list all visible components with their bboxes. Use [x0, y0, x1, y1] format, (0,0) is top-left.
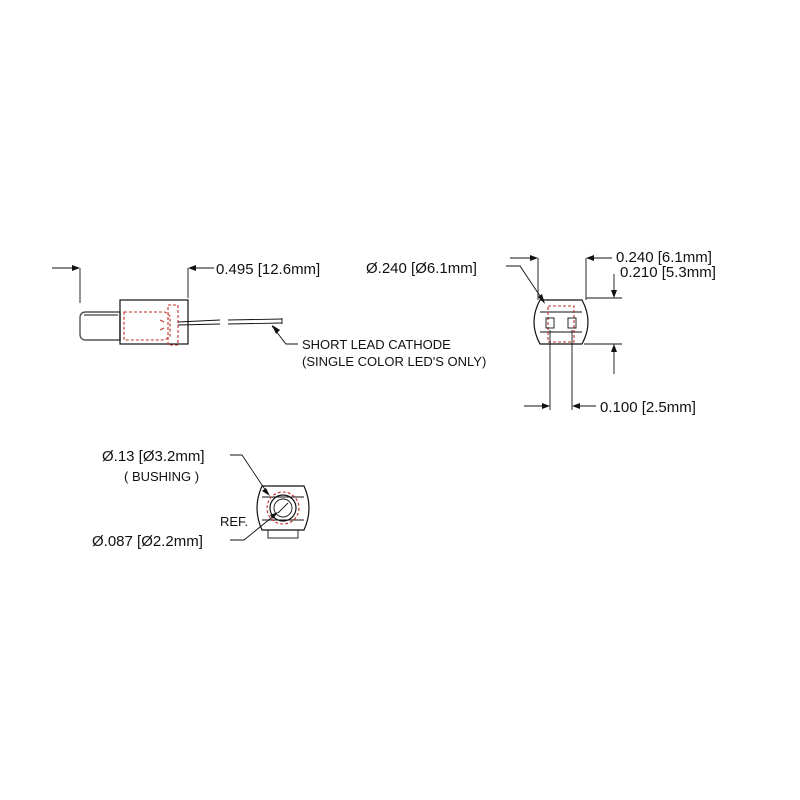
hole-arrow	[270, 512, 278, 519]
lead-lower	[177, 323, 221, 326]
led-lens-outline	[79, 311, 121, 341]
height-arrow-bottom	[611, 344, 617, 352]
bushing-diameter-label: Ø.13 [Ø3.2mm]	[102, 448, 205, 465]
note-line-1: SHORT LEAD CATHODE	[302, 337, 451, 352]
bushing-view: Ø.13 [Ø3.2mm] ( BUSHING ) REF. Ø.087 [Ø2…	[92, 448, 310, 550]
lead-long-bottom	[227, 322, 283, 325]
diameter-leader	[506, 265, 545, 303]
lead-pad-right	[567, 317, 577, 329]
hole-leader	[230, 513, 277, 541]
diameter-arrow	[538, 294, 545, 304]
hole-diameter-label: Ø.087 [Ø2.2mm]	[92, 533, 203, 550]
spacing-arrow-left	[542, 403, 550, 409]
hole-diagonal	[277, 502, 289, 514]
width-arrow-right	[586, 255, 594, 261]
front-view: 0.240 [6.1mm] 0.210 [5.3mm] Ø.240 [Ø6.1m…	[366, 249, 716, 416]
arrow-left	[72, 265, 80, 271]
height-label: 0.210 [5.3mm]	[620, 264, 716, 281]
bushing-text: ( BUSHING )	[124, 469, 199, 484]
arrow-right	[188, 265, 196, 271]
front-led-outline	[547, 305, 575, 343]
width-arrow-left	[530, 255, 538, 261]
note-leader-arrow	[272, 325, 280, 334]
hole-circle	[273, 498, 293, 518]
led-detail	[159, 319, 165, 331]
bushing-circle	[269, 494, 297, 522]
note-line-2: (SINGLE COLOR LED'S ONLY)	[302, 354, 486, 369]
bushing-housing	[256, 485, 310, 531]
width-label: 0.240 [6.1mm]	[616, 249, 712, 266]
internal-led-outline	[123, 311, 171, 341]
spacing-arrow-right	[572, 403, 580, 409]
front-housing	[533, 299, 589, 345]
lead-upper	[177, 319, 221, 323]
height-arrow-top	[611, 290, 617, 298]
bushing-arrow	[262, 488, 270, 496]
bushing-outer-circle	[266, 491, 300, 525]
ref-label: REF.	[220, 514, 248, 529]
diameter-label: Ø.240 [Ø6.1mm]	[366, 260, 477, 277]
bushing-tab	[267, 529, 299, 539]
housing-body	[119, 299, 189, 345]
length-label: 0.495 [12.6mm]	[216, 261, 320, 278]
lead-long-top	[227, 318, 283, 321]
lead-spacing-label: 0.100 [2.5mm]	[600, 399, 696, 416]
side-view: 0.495 [12.6mm] SHORT LEAD CATHODE (SINGL…	[52, 261, 486, 369]
bushing-leader	[230, 454, 269, 495]
lead-pad-left	[545, 317, 555, 329]
